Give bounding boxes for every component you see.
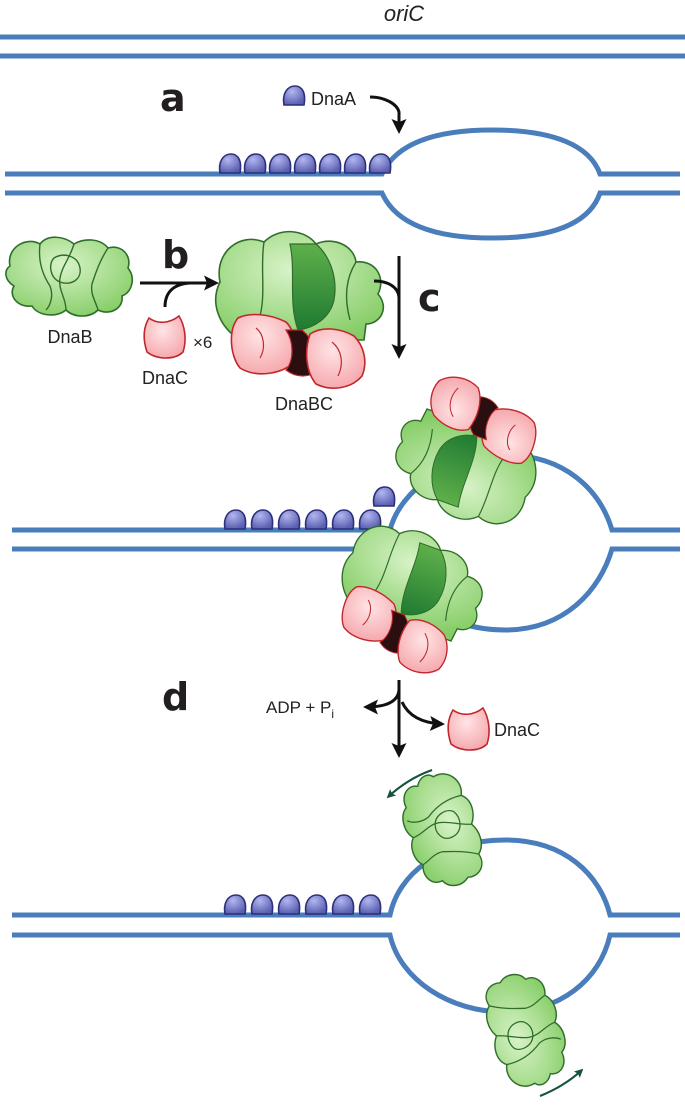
step-c-join-curve (373, 279, 401, 298)
adp-pi-text: ADP + P (266, 698, 331, 717)
dnaa-row-a (218, 153, 392, 174)
step-a-arrow (369, 95, 407, 134)
dnabc-complex-icon (214, 230, 385, 389)
unwound-origin-dna-a (5, 127, 680, 241)
step-b-join-curve (163, 281, 191, 308)
dnabc-loaded-top-icon (379, 364, 561, 540)
dnac-label: DnaC (142, 368, 188, 388)
dnab-hexamer-icon (5, 236, 134, 317)
dnac-monomer-icon (143, 315, 186, 359)
pi-subscript: i (331, 707, 334, 721)
dnaa-row-c (223, 486, 396, 530)
dnaa-row-d (223, 894, 382, 915)
step-c-label: c (418, 276, 441, 320)
oric-dna-duplex (0, 34, 685, 59)
oric-label: oriC (384, 1, 424, 26)
helicase-motion-arrow-top (386, 768, 433, 799)
step-d-adp-release-arrow (363, 689, 401, 715)
dnac-released-icon (447, 707, 490, 751)
dnac-released-label: DnaC (494, 720, 540, 740)
step-a-label: a (160, 76, 186, 120)
adp-pi-label: ADP + Pi (266, 698, 334, 721)
step-d-label: d (162, 675, 189, 719)
dnab-helicase-bottom-icon (472, 963, 579, 1097)
dnabc-loaded-bottom-icon (317, 510, 499, 686)
step-d-dnac-release-arrow (400, 701, 445, 731)
unwound-origin-dna-d (12, 837, 680, 1015)
dnaa-icon (282, 85, 306, 106)
dnaa-label: DnaA (311, 89, 356, 109)
step-b-label: b (162, 233, 189, 277)
dnab-label: DnaB (47, 327, 92, 347)
helicase-motion-arrow-bottom (539, 1068, 584, 1098)
dnabc-label: DnaBC (275, 394, 333, 414)
dnac-count-label: ×6 (193, 333, 212, 352)
